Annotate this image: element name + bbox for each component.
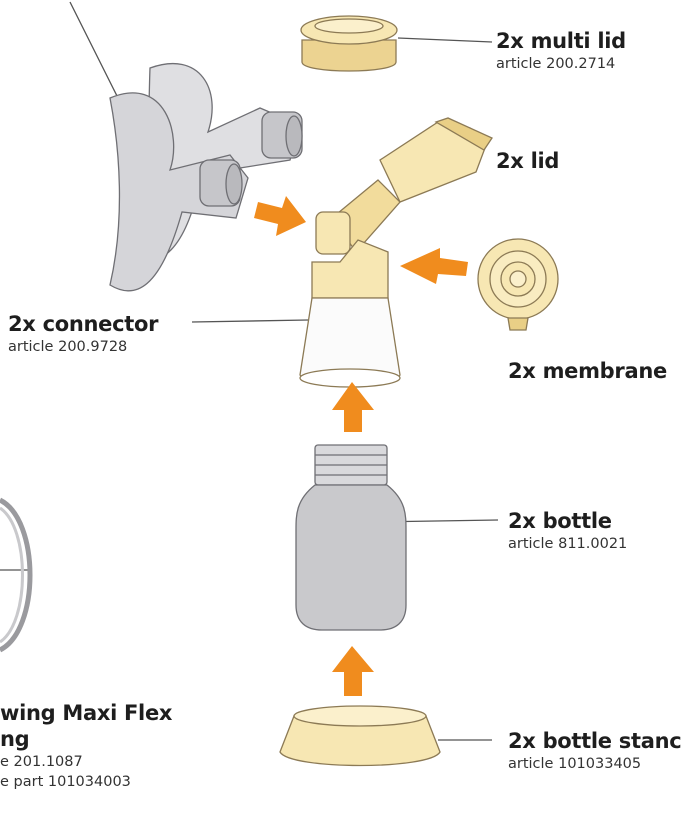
label-bottle: 2x bottle article 811.0021 [508,508,627,554]
bottle-article: article 811.0021 [508,536,628,552]
connector-rim [299,368,401,388]
leader-line-connector [191,319,309,323]
label-bottle-stand: 2x bottle stanc article 101033405 [508,728,682,774]
tubing-article-line1: e 201.1087 [0,754,83,770]
lid-illustration [379,117,493,203]
bottle-stand-top [293,705,427,727]
membrane-name: 2x membrane [508,359,667,383]
arrow-bottle-to-connector [332,382,374,432]
connector-illustration [299,179,401,388]
lid-name: 2x lid [496,149,560,173]
bottle-illustration [295,444,407,631]
membrane-center [509,270,527,288]
bottle-stand-name: 2x bottle stanc [508,729,682,753]
tubing-ring-inner [0,506,24,644]
bottle-stand-article: article 101033405 [508,756,642,772]
breastshield-port-front-rim [225,163,243,205]
label-membrane: 2x membrane [508,358,667,384]
multi-lid-article: article 200.2714 [496,56,616,72]
leader-line-multi-lid [397,37,493,43]
connector-name: 2x connector [8,312,159,336]
breastshield-illustration [109,62,303,292]
tubing-illustration [0,497,33,653]
multi-lid-illustration [300,15,398,72]
bottle-body [295,484,407,631]
membrane-illustration [477,238,559,331]
multi-lid-name: 2x multi lid [496,29,626,53]
membrane-tab [507,317,529,331]
label-multi-lid: 2x multi lid article 200.2714 [496,28,626,74]
bottle-stand-illustration [279,705,441,767]
label-tubing: wing Maxi Flex ng e 201.1087 e part 1010… [0,700,172,792]
breastshield-front [109,92,249,292]
multi-lid-top-inner [314,18,384,34]
tubing-name-line2: ng [0,727,30,751]
arrow-membrane-to-connector [400,248,468,284]
arrow-stand-to-bottle [332,646,374,696]
arrow-breastshield-to-connector [254,196,306,236]
bottle-stand-body [279,715,441,767]
assembly-arrows [254,196,468,696]
breastshield-port-back-rim [285,115,303,157]
label-connector: 2x connector article 200.9728 [8,311,158,357]
multi-lid-body [301,39,397,72]
tubing-article-line2: e part 101034003 [0,774,131,790]
tubing-name-line1: wing Maxi Flex [0,701,173,725]
connector-article: article 200.9728 [8,339,128,355]
bottle-name: 2x bottle [508,509,612,533]
label-lid: 2x lid [496,148,559,174]
tubing-ring-outer [0,497,33,653]
lid-rim [434,117,493,151]
connector-inlet [315,211,351,255]
